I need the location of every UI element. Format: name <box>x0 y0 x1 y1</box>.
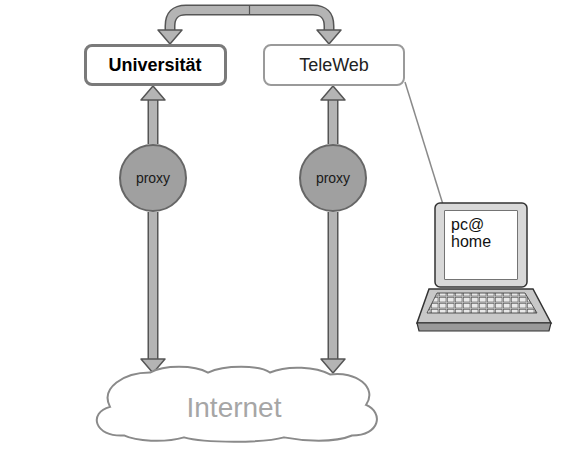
arrowhead <box>321 86 345 100</box>
arrow-shaft-outline <box>328 100 339 144</box>
proxy-circle: proxy <box>119 144 187 212</box>
link-line <box>405 82 445 211</box>
laptop-front <box>417 323 551 331</box>
connector <box>158 5 341 44</box>
node-label: proxy <box>316 170 350 186</box>
arrow-shaft-outline <box>148 100 159 144</box>
arrow-shaft <box>149 212 157 359</box>
laptop-base <box>417 289 551 323</box>
arrowhead <box>321 359 345 373</box>
arrowhead <box>317 30 341 44</box>
node-label: Universität <box>108 55 201 76</box>
connector <box>321 212 345 373</box>
proxy-circle: proxy <box>299 144 367 212</box>
laptop-screen-text: pc@ home <box>445 211 517 279</box>
node-label: proxy <box>136 170 170 186</box>
arrow-shaft <box>329 100 337 144</box>
laptop-screen <box>445 211 517 279</box>
arrow-shaft-outline <box>328 212 339 359</box>
laptop-lid <box>435 203 527 287</box>
connector <box>405 82 445 211</box>
arrowhead <box>158 30 182 44</box>
node-label: TeleWeb <box>299 55 369 76</box>
node-label: Internet <box>187 384 282 424</box>
arrow-shaft <box>329 212 337 359</box>
connector <box>141 212 165 373</box>
connector <box>321 86 345 144</box>
laptop-keyboard <box>427 293 537 313</box>
site-box: Universität <box>84 44 227 86</box>
connector <box>141 86 165 144</box>
arrow-shaft <box>149 100 157 144</box>
node-label: pc@ home <box>451 217 499 251</box>
cloud-path <box>97 367 377 442</box>
arrowhead <box>141 86 165 100</box>
internet-cloud: Internet <box>84 363 384 445</box>
site-box: TeleWeb <box>263 44 405 86</box>
arrow-divider <box>249 5 250 15</box>
arrow-shaft-outline <box>148 212 159 359</box>
